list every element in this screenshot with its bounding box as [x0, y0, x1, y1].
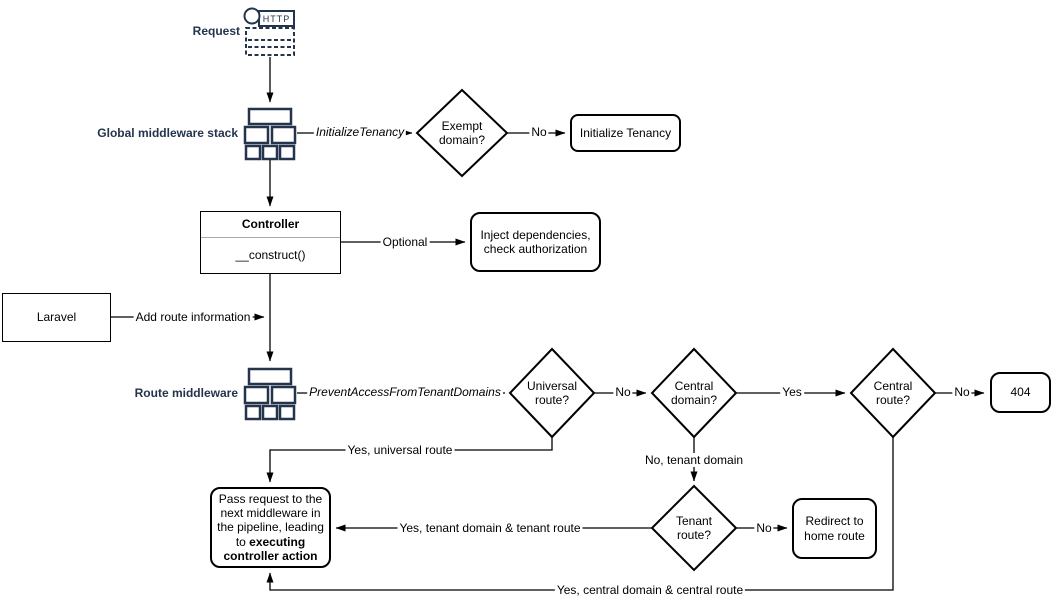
decision-central-route [849, 347, 937, 439]
pass-request-text: Pass request to the next middleware in t… [217, 492, 324, 563]
edge-label-no-exempt: No [529, 125, 549, 139]
edge-label-add-route-information: Add route information [133, 310, 253, 324]
middleware-stack-icon [243, 107, 297, 161]
tenant-route-label: Tenant route? [675, 513, 713, 542]
edge-label-optional: Optional [380, 235, 430, 249]
edge-label-yes-central-route: Yes, central domain & central route [554, 583, 746, 597]
http-label: HTTP [262, 13, 291, 24]
controller-constructor: __construct() [235, 248, 306, 263]
central-domain-label: Central domain? [670, 378, 718, 407]
controller-node: Controller __construct() [200, 211, 341, 274]
decision-tenant-route [650, 484, 738, 572]
middleware-stack-icon [243, 367, 297, 421]
controller-title: Controller [201, 212, 340, 238]
exempt-domain-label: Exempt domain? [438, 118, 486, 147]
request-label: Request [192, 24, 240, 38]
404-node: 404 [990, 372, 1051, 413]
edge-label-yes-universal-route: Yes, universal route [345, 443, 455, 457]
decision-central-domain [650, 347, 738, 439]
edge-label-no-tenant-domain: No, tenant domain [642, 453, 746, 467]
route-middleware-label: Route middleware [134, 386, 238, 400]
initialize-tenancy-node: Initialize Tenancy [570, 114, 681, 152]
inject-dependencies-node: Inject dependencies, check authorization [470, 212, 601, 272]
central-route-label: Central route? [873, 378, 913, 407]
pass-request-node: Pass request to the next middleware in t… [210, 487, 331, 568]
universal-route-label: Universal route? [526, 378, 577, 407]
laravel-node: Laravel [2, 293, 111, 342]
redirect-home-node: Redirect to home route [792, 498, 877, 559]
global-middleware-stack-label: Global middleware stack [97, 126, 238, 140]
http-request-icon [243, 7, 295, 56]
decision-exempt-domain [415, 88, 509, 178]
edge-label-yes-tenant-route: Yes, tenant domain & tenant route [397, 521, 583, 535]
edge-label-prevent-access: PreventAccessFromTenantDomains [307, 385, 503, 399]
edge-label-initialize-tenancy: InitializeTenancy [313, 125, 407, 139]
edge-label-no-central-route: No [952, 385, 972, 399]
edge-label-no-tenant-route: No [754, 521, 774, 535]
decision-universal-route [508, 347, 596, 439]
edge-label-yes-central-domain: Yes [780, 385, 804, 399]
edge-label-no-universal: No [613, 385, 633, 399]
